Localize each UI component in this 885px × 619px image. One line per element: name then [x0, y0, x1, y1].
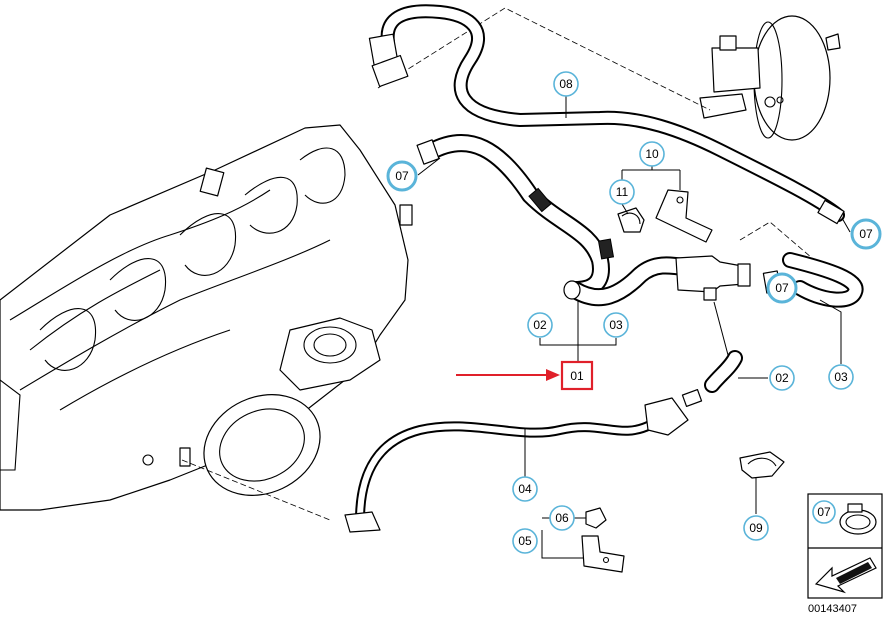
callout-02-top[interactable]: 02	[527, 312, 553, 338]
hose-clamp-icon	[839, 503, 877, 535]
brake-booster	[699, 15, 841, 141]
callout-02-right[interactable]: 02	[769, 365, 795, 391]
callout-03-top[interactable]: 03	[603, 312, 629, 338]
svg-text:02: 02	[775, 371, 789, 385]
legend-box: 07	[807, 493, 883, 599]
diagram-number: 00143407	[808, 603, 857, 615]
callout-03-right[interactable]: 03	[828, 364, 854, 390]
svg-text:10: 10	[645, 147, 659, 161]
svg-text:09: 09	[749, 521, 763, 535]
callout-06[interactable]: 06	[549, 505, 575, 531]
svg-text:07: 07	[775, 281, 789, 295]
leader-lines	[417, 96, 851, 559]
bracket-05	[581, 535, 625, 573]
clip-11	[617, 207, 645, 233]
intake-manifold	[0, 124, 413, 511]
svg-text:03: 03	[834, 370, 848, 384]
arrow-icon	[814, 557, 877, 594]
vacuum-hose-08	[368, 4, 845, 225]
callout-07-mid[interactable]: 07	[766, 272, 798, 304]
vacuum-hose-01	[416, 134, 751, 307]
callout-11[interactable]: 11	[609, 179, 635, 205]
pointer-arrow	[456, 369, 560, 381]
callout-07-top-right[interactable]: 07	[850, 218, 882, 250]
callout-09[interactable]: 09	[743, 515, 769, 541]
svg-text:05: 05	[518, 534, 532, 548]
svg-text:01: 01	[570, 369, 584, 383]
clip-06	[585, 507, 607, 529]
svg-text:07: 07	[395, 169, 409, 183]
vacuum-hose-04	[344, 389, 703, 533]
svg-text:03: 03	[609, 318, 623, 332]
svg-text:04: 04	[518, 482, 532, 496]
callout-07-top-left[interactable]: 07	[386, 160, 418, 192]
svg-text:07: 07	[817, 505, 831, 519]
selected-part-01[interactable]: 01	[560, 360, 594, 391]
svg-text:06: 06	[555, 511, 569, 525]
clamp-09	[739, 451, 785, 479]
svg-text:08: 08	[559, 77, 573, 91]
callout-07-legend[interactable]: 07	[812, 500, 836, 524]
vacuum-hose-02	[704, 350, 743, 393]
bracket-10	[655, 189, 713, 243]
callout-04[interactable]: 04	[512, 476, 538, 502]
svg-text:02: 02	[533, 318, 547, 332]
svg-text:07: 07	[859, 227, 873, 241]
svg-text:11: 11	[616, 185, 629, 199]
callout-08[interactable]: 08	[553, 71, 579, 97]
callout-10[interactable]: 10	[639, 141, 665, 167]
callout-05[interactable]: 05	[512, 528, 538, 554]
